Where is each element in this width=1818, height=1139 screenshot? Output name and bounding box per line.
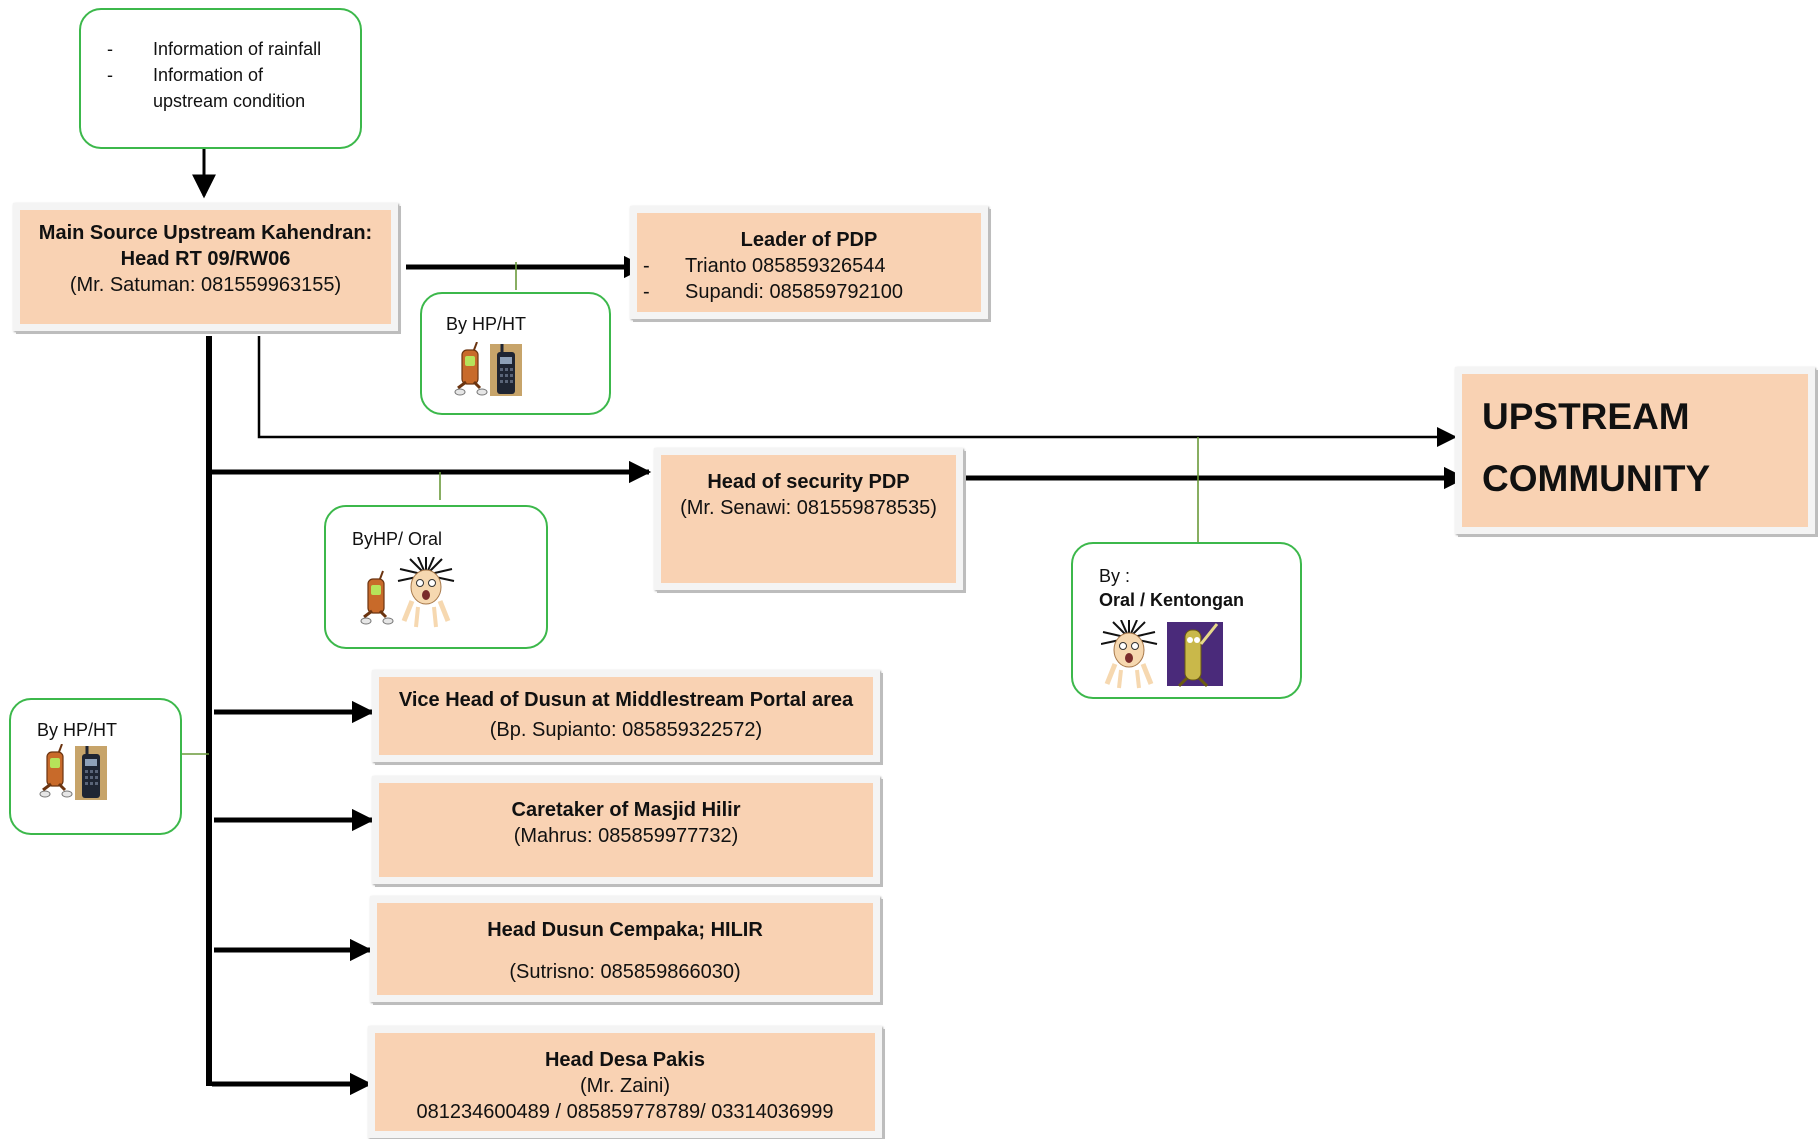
upstream-community-line1: UPSTREAM	[1482, 396, 1690, 437]
security-pdp-contact: (Mr. Senawi: 081559878535)	[680, 497, 937, 519]
main-source-title-line2: Head RT 09/RW06	[120, 248, 291, 270]
upstream-community-box: UPSTREAM COMMUNITY	[1455, 367, 1815, 534]
shouting-person-icon	[397, 557, 455, 628]
leader-pdp-member: Trianto 085859326544	[637, 253, 981, 279]
leader-pdp-member: Supandi: 085859792100	[637, 279, 981, 305]
head-desa-box: Head Desa Pakis (Mr. Zaini) 081234600489…	[368, 1026, 882, 1138]
arrow-main-to-upstream	[257, 336, 1457, 447]
head-desa-contact: (Mr. Zaini)	[580, 1075, 670, 1097]
info-item-rainfall: Information of rainfall	[103, 36, 333, 62]
security-pdp-box: Head of security PDP (Mr. Senawi: 081559…	[654, 448, 963, 590]
head-dusun-title: Head Dusun Cempaka; HILIR	[487, 919, 763, 941]
info-list: Information of rainfall Information of u…	[103, 36, 333, 114]
callout-hp-oral: ByHP/ Oral	[324, 505, 548, 649]
vice-head-title: Vice Head of Dusun at Middlestream Porta…	[398, 689, 854, 711]
leader-pdp-title: Leader of PDP	[740, 229, 878, 251]
mobile-phone-icon	[39, 744, 73, 798]
callout-oral-kentongan: By : Oral / Kentongan	[1071, 542, 1302, 699]
upstream-community-line2: COMMUNITY	[1482, 458, 1711, 499]
callout-hp-ht-top-label: By HP/HT	[446, 314, 527, 334]
caretaker-title: Caretaker of Masjid Hilir	[511, 799, 741, 821]
mobile-phone-icon	[454, 342, 488, 396]
callout-hp-ht-left: By HP/HT	[9, 698, 182, 835]
callout-oral-kentongan-line2: Oral / Kentongan	[1099, 590, 1245, 610]
mobile-phone-icon	[360, 570, 394, 625]
caretaker-contact: (Mahrus: 085859977732)	[513, 825, 739, 847]
main-source-contact: (Mr. Satuman: 081559963155)	[69, 274, 342, 296]
callout-hp-oral-label: ByHP/ Oral	[352, 529, 443, 549]
callout-hp-ht-left-label: By HP/HT	[37, 720, 118, 740]
callout-oral-kentongan-line1: By :	[1099, 566, 1131, 586]
head-dusun-contact: (Sutrisno: 085859866030)	[509, 961, 741, 983]
kentongan-drum-icon	[1167, 622, 1223, 688]
head-desa-phones: 081234600489 / 085859778789/ 03314036999	[416, 1101, 834, 1123]
info-item-upstream-condition: Information of upstream condition	[103, 62, 333, 114]
vice-head-box: Vice Head of Dusun at Middlestream Porta…	[372, 670, 880, 762]
caretaker-box: Caretaker of Masjid Hilir (Mahrus: 08585…	[372, 776, 880, 884]
main-source-box: Main Source Upstream Kahendran: Head RT …	[13, 203, 398, 331]
shouting-person-icon	[1101, 620, 1158, 689]
main-source-title-line1: Main Source Upstream Kahendran:	[38, 222, 373, 244]
head-dusun-box: Head Dusun Cempaka; HILIR (Sutrisno: 085…	[370, 896, 880, 1002]
callout-hp-ht-top: By HP/HT	[420, 292, 611, 415]
vice-head-contact: (Bp. Supianto: 085859322572)	[489, 719, 763, 741]
info-callout: Information of rainfall Information of u…	[79, 8, 362, 149]
walkie-talkie-icon	[490, 344, 522, 396]
security-pdp-title: Head of security PDP	[707, 471, 910, 493]
walkie-talkie-icon	[75, 746, 107, 800]
leader-pdp-members: Trianto 085859326544 Supandi: 0858597921…	[637, 253, 981, 305]
head-desa-title: Head Desa Pakis	[544, 1049, 706, 1071]
leader-pdp-box: Leader of PDP Trianto 085859326544 Supan…	[630, 206, 988, 319]
